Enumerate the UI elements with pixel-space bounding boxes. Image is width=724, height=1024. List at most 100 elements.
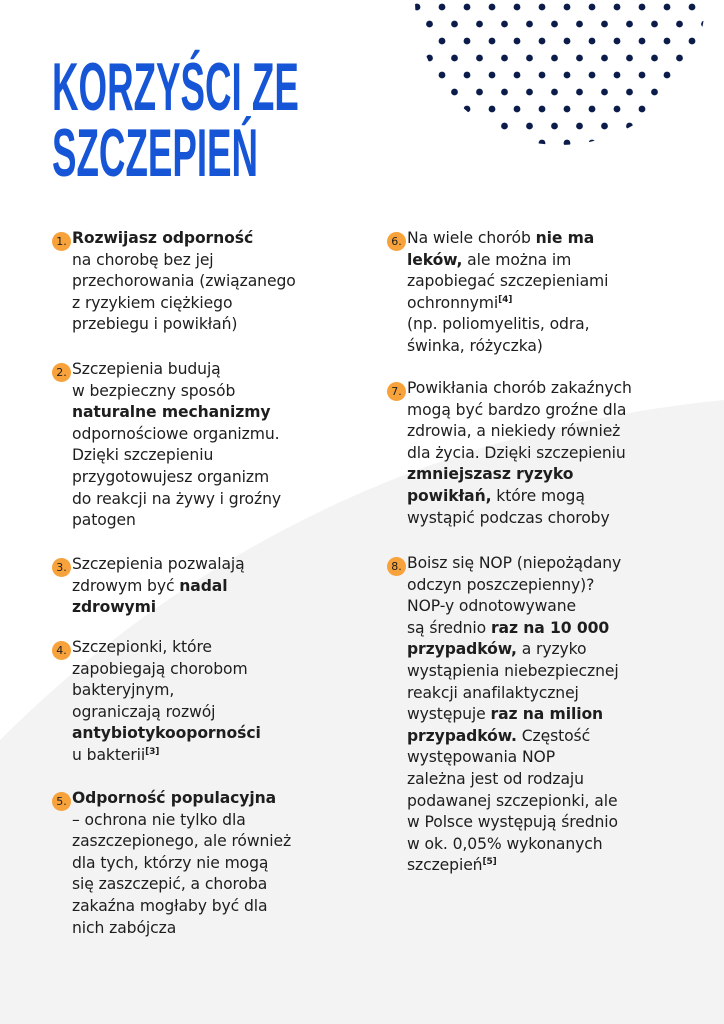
text: mogą być bardzo groźne dla <box>407 400 627 419</box>
pattern-dot <box>415 37 421 45</box>
pattern-dot <box>701 157 708 164</box>
text: Dzięki szczepieniu <box>72 446 214 465</box>
pattern-dot <box>451 88 458 96</box>
text-line: zdrowymi <box>72 597 245 619</box>
pattern-dot <box>513 71 521 79</box>
text-line: naturalne mechanizmy <box>72 402 281 424</box>
footnote-ref: [3] <box>145 746 160 757</box>
pattern-dot <box>688 105 696 113</box>
text-line: ochronnymi[4] <box>407 293 608 315</box>
pattern-dot <box>438 37 446 45</box>
pattern-dot <box>488 3 496 11</box>
text-line: zdrowia, a niekiedy również <box>407 421 632 443</box>
pattern-dot <box>526 157 533 164</box>
pattern-dot <box>651 157 658 164</box>
swoosh-shape <box>0 400 724 1024</box>
pattern-dot <box>613 37 621 45</box>
pattern-dot <box>701 88 705 96</box>
text: się zaszczepić, a choroba <box>72 875 268 894</box>
text-line: u bakterii[3] <box>72 745 261 767</box>
text: w ok. 0,05% wykonanych <box>407 834 603 853</box>
text: zapobiegają chorobom <box>72 659 248 678</box>
pattern-dot <box>401 21 408 28</box>
pattern-dot <box>676 54 683 62</box>
bold-text: nadal <box>179 576 228 595</box>
pattern-dot <box>638 71 646 79</box>
pattern-dot <box>663 37 671 45</box>
item-number-badge: 8. <box>387 557 406 576</box>
text-line: zależna jest od rodzaju <box>407 769 621 791</box>
text-line: patogen <box>72 510 281 532</box>
pattern-dot <box>638 139 646 145</box>
pattern-dot <box>501 122 508 130</box>
pattern-dot <box>613 105 621 113</box>
pattern-dot <box>538 71 546 79</box>
pattern-dot <box>426 20 433 28</box>
pattern-dot <box>463 3 471 11</box>
pattern-dot <box>551 122 558 130</box>
bold-text: raz na milion <box>490 705 604 724</box>
pattern-dot <box>551 54 558 62</box>
pattern-dot <box>663 139 671 145</box>
text-line: występuje raz na milion <box>407 704 621 726</box>
pattern-dot <box>588 139 596 145</box>
text: na chorobę bez jej <box>72 250 214 269</box>
bold-text: przypadków, <box>407 640 517 659</box>
item-number-badge: 1. <box>52 232 71 251</box>
pattern-dot <box>676 20 683 28</box>
text: u bakterii <box>72 745 146 764</box>
pattern-dot <box>688 37 696 45</box>
text: a ryzyko <box>516 640 587 659</box>
text-line: w Polsce występują średnio <box>407 812 621 834</box>
pattern-dot <box>563 3 571 11</box>
text-line: dla życia. Dzięki szczepieniu <box>407 443 632 465</box>
pattern-dot <box>513 139 521 145</box>
title-line-1: KORZYŚCI ZE <box>52 49 299 125</box>
text: patogen <box>72 511 136 530</box>
text-line: w ok. 0,05% wykonanych <box>407 834 621 856</box>
text: dla tych, którzy nie mogą <box>72 853 269 872</box>
text-line: z ryzykiem ciężkiego <box>72 293 296 315</box>
pattern-dot <box>563 105 571 113</box>
text-line: występowania NOP <box>407 747 621 769</box>
pattern-dot <box>438 3 446 11</box>
text-line: przebiegu i powikłań) <box>72 314 296 336</box>
pattern-dot <box>488 71 496 79</box>
pattern-dot <box>651 88 658 96</box>
pattern-dot <box>576 157 583 164</box>
pattern-dot <box>476 20 483 28</box>
text: dla życia. Dzięki szczepieniu <box>407 443 626 462</box>
pattern-dot <box>538 105 546 113</box>
pattern-dot <box>476 54 483 62</box>
text-line: szczepień[5] <box>407 855 621 877</box>
text: Szczepionki, które <box>72 638 212 656</box>
pattern-dot <box>526 20 533 28</box>
pattern-dot <box>501 20 508 28</box>
text: Na wiele chorób <box>407 229 536 247</box>
text: zdrowym być <box>72 576 180 595</box>
pattern-dot <box>563 139 571 145</box>
text: Częstość <box>516 726 591 745</box>
pattern-dot <box>588 71 596 79</box>
pattern-dot <box>651 54 658 62</box>
pattern-dot <box>463 37 471 45</box>
text: występuje <box>407 705 491 724</box>
bold-text: zdrowymi <box>72 598 157 617</box>
text-line: zmniejszasz ryzyko <box>407 464 632 486</box>
text-line: ograniczają rozwój <box>72 702 261 724</box>
pattern-dot <box>714 140 721 147</box>
pattern-dot <box>663 3 671 11</box>
text-line: na chorobę bez jej <box>72 250 296 272</box>
pattern-dot <box>526 122 533 130</box>
text-line: Szczepionki, które <box>72 637 261 659</box>
text: są średnio <box>407 618 491 637</box>
pattern-dot <box>613 71 621 79</box>
pattern-dot <box>651 20 658 28</box>
text: zdrowia, a niekiedy również <box>407 422 621 441</box>
pattern-dot <box>415 3 421 11</box>
